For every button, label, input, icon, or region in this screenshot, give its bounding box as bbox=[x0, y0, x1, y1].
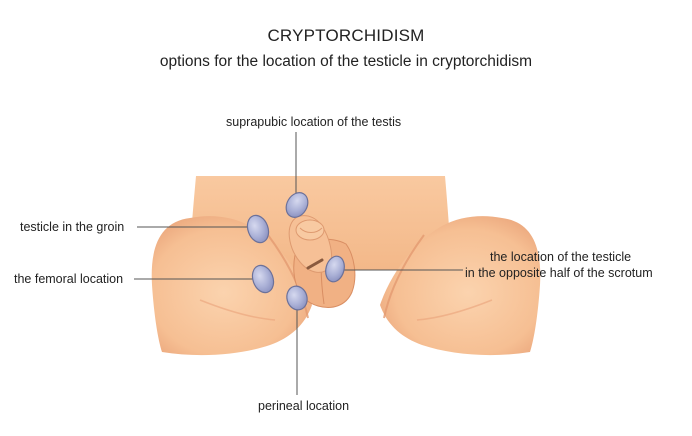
diagram-subtitle: options for the location of the testicle… bbox=[159, 53, 533, 70]
testis-perineal bbox=[286, 285, 308, 311]
label-suprapubic: suprapubic location of the testis bbox=[226, 115, 402, 129]
label-perineal: perineal location bbox=[258, 399, 350, 413]
testis-opposite bbox=[325, 255, 345, 283]
testis-groin bbox=[246, 214, 270, 244]
diagram-title: CRYPTORCHIDISM bbox=[267, 26, 425, 45]
testis-suprapubic bbox=[285, 192, 309, 218]
testis-femoral bbox=[251, 264, 275, 294]
label-femoral: the femoral location bbox=[14, 272, 124, 286]
label-opposite-line2: in the opposite half of the scrotum bbox=[465, 266, 653, 280]
label-opposite-line1: the location of the testicle bbox=[490, 250, 632, 264]
label-groin: testicle in the groin bbox=[20, 220, 125, 234]
leader-lines bbox=[134, 132, 463, 395]
